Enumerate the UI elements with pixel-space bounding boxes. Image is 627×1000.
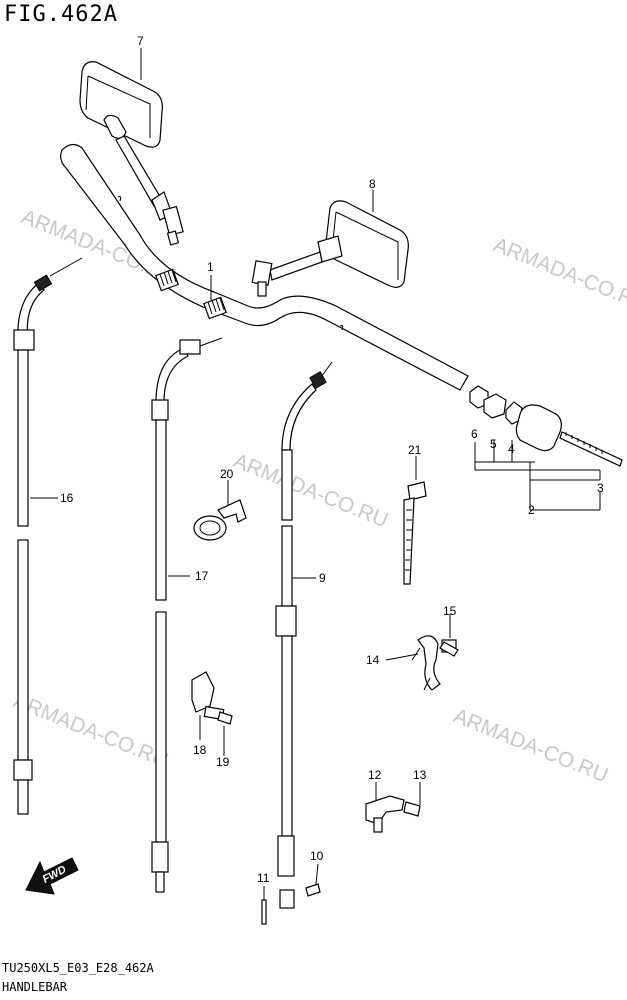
callout-3: 3 xyxy=(597,481,604,495)
watermark-5: ARMADA-CO.RU xyxy=(450,704,611,787)
bolt-10 xyxy=(305,883,321,897)
callout-19: 19 xyxy=(216,755,230,769)
callout-12: 12 xyxy=(368,768,382,782)
figure-code: TU250XL5_E03_E28_462A xyxy=(2,961,154,975)
callout-16: 16 xyxy=(60,491,74,505)
callout-7: 7 xyxy=(137,34,144,48)
callout-8: 8 xyxy=(369,177,376,191)
callout-21: 21 xyxy=(408,443,422,457)
callouts: 1 2 3 4 5 6 7 8 9 10 11 12 13 14 15 16 1… xyxy=(60,34,604,885)
holder-12 xyxy=(365,795,421,833)
handlebar xyxy=(60,143,469,391)
fwd-label: FWD xyxy=(41,864,69,886)
callout-15: 15 xyxy=(443,604,457,618)
watermark-3: ARMADA-CO.RU xyxy=(230,449,391,532)
cable-tie xyxy=(403,481,427,585)
callout-18: 18 xyxy=(193,743,207,757)
watermark-2: ARMADA-CO.RU xyxy=(490,233,627,316)
callout-4: 4 xyxy=(508,442,515,456)
figure-name: HANDLEBAR xyxy=(2,980,68,994)
holder-18 xyxy=(191,671,233,725)
callout-9: 9 xyxy=(319,571,326,585)
figure-title: FIG.462A xyxy=(4,2,118,27)
cable-16 xyxy=(13,257,83,815)
mirror-right xyxy=(251,200,409,297)
callout-11: 11 xyxy=(257,871,270,885)
mirror-left xyxy=(79,61,184,246)
cable-9 xyxy=(275,361,333,909)
watermarks: ARMADA-CO.RU ARMADA-CO.RU ARMADA-CO.RU A… xyxy=(10,205,627,787)
part-5 xyxy=(483,393,507,419)
callout-2: 2 xyxy=(528,503,535,517)
callout-5: 5 xyxy=(490,437,497,451)
fwd-arrow: FWD xyxy=(25,857,79,895)
part-3 xyxy=(559,431,623,467)
callout-1: 1 xyxy=(207,260,214,274)
clip-14 xyxy=(411,635,459,691)
leader-lines xyxy=(30,48,601,900)
part-2 xyxy=(515,404,562,452)
grip-end-parts xyxy=(469,385,623,467)
pin-11 xyxy=(261,899,267,925)
clamp-20 xyxy=(193,499,247,541)
cable-17 xyxy=(151,337,223,893)
callout-14: 14 xyxy=(366,653,380,667)
watermark-4: ARMADA-CO.RU xyxy=(10,689,171,772)
callout-6: 6 xyxy=(471,427,478,441)
callout-13: 13 xyxy=(413,768,427,782)
callout-20: 20 xyxy=(220,467,234,481)
callout-17: 17 xyxy=(195,569,209,583)
callout-10: 10 xyxy=(310,849,324,863)
